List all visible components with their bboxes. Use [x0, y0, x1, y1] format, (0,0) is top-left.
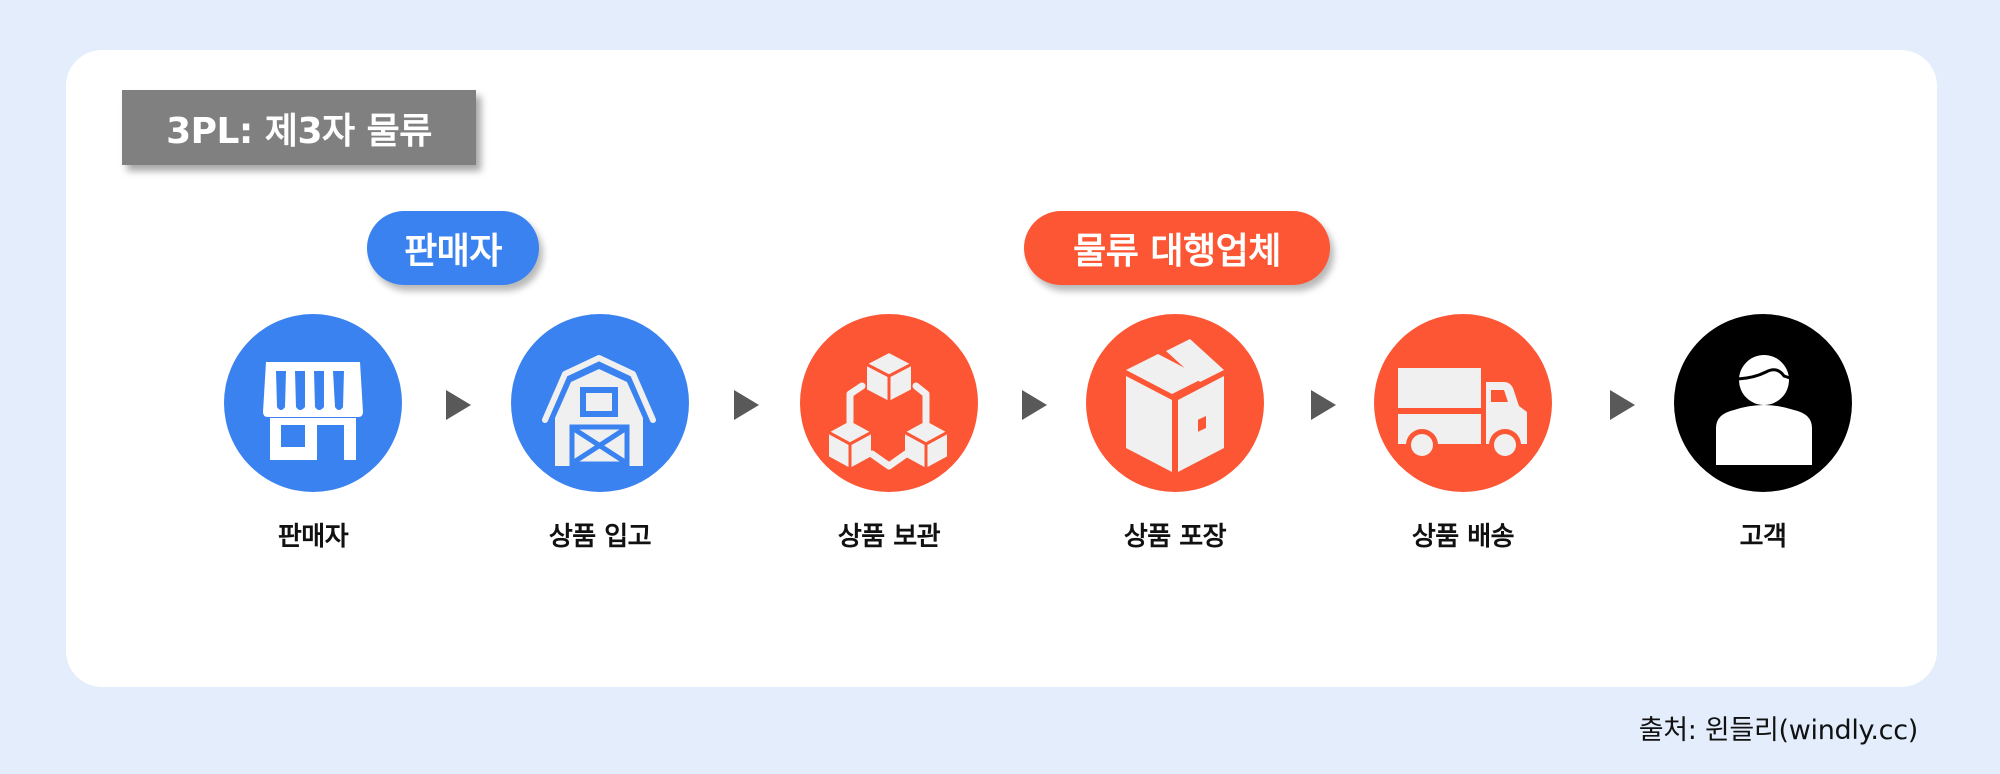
- package-box-icon: [1086, 314, 1264, 492]
- play-triangle-icon: [1022, 390, 1047, 420]
- step-label: 상품 배송: [1411, 522, 1515, 552]
- step-packing: 상품 포장: [1086, 314, 1264, 552]
- source-credit: 출처: 윈들리(windly.cc): [1638, 715, 1919, 746]
- warehouse-barn-icon: [511, 314, 689, 492]
- play-triangle-icon: [1311, 390, 1336, 420]
- step-label: 고객: [1739, 522, 1787, 552]
- group-label-logistics: 물류 대행업체: [1024, 211, 1330, 285]
- delivery-truck-icon: [1374, 314, 1552, 492]
- step-delivery: 상품 배송: [1374, 314, 1552, 552]
- storefront-icon: [224, 314, 402, 492]
- play-triangle-icon: [1610, 390, 1635, 420]
- step-label: 상품 포장: [1123, 522, 1227, 552]
- step-customer: 고객: [1674, 314, 1852, 552]
- customer-person-icon: [1674, 314, 1852, 492]
- diagram-title: 3PL: 제3자 물류: [122, 90, 476, 165]
- step-label: 상품 입고: [548, 522, 652, 552]
- step-inbound: 상품 입고: [511, 314, 689, 552]
- step-label: 판매자: [277, 522, 349, 552]
- play-triangle-icon: [446, 390, 471, 420]
- play-triangle-icon: [734, 390, 759, 420]
- connected-boxes-icon: [800, 314, 978, 492]
- step-storage: 상품 보관: [800, 314, 978, 552]
- step-label: 상품 보관: [837, 522, 941, 552]
- group-label-seller: 판매자: [367, 211, 539, 285]
- step-seller: 판매자: [224, 314, 402, 552]
